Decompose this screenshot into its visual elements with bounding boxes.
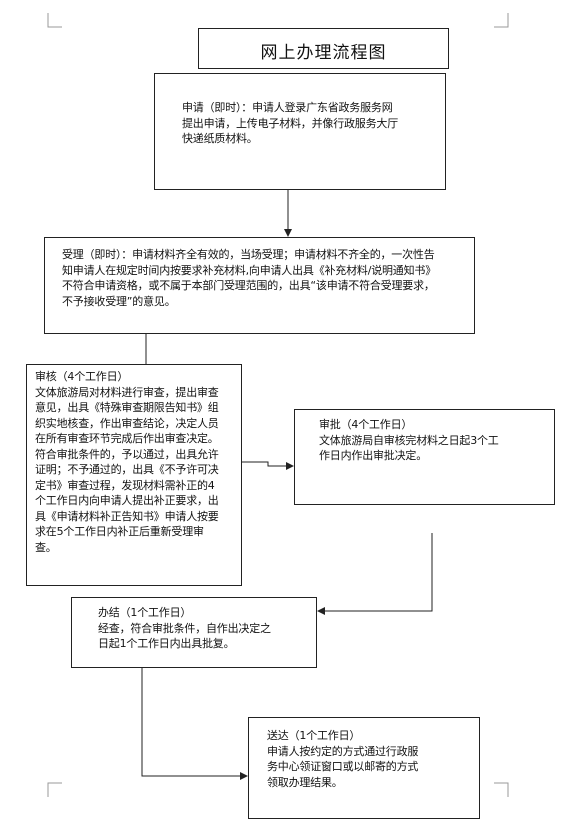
arrow-conclude-to-deliver <box>141 668 248 780</box>
step-approve-box: 审批（4个工作日） 文体旅游局自审核完材料之日起3个工 作日内作出审批决定。 <box>294 409 555 505</box>
step-review-box: 审核（4个工作日） 文体旅游局对材料进行审查，提出审查 意见，出具《特殊审查期限… <box>26 364 242 586</box>
title-box: 网上办理流程图 <box>198 28 449 69</box>
step-conclude-text: 办结（1个工作日） 经查，符合审批条件，自作出决定之 日起1个工作日内出具批复。 <box>98 606 271 650</box>
step-deliver-box: 送达（1个工作日） 申请人按约定的方式通过行政服 务中心领证窗口或以邮寄的方式 … <box>248 717 480 819</box>
step-deliver-text: 送达（1个工作日） 申请人按约定的方式通过行政服 务中心领证窗口或以邮寄的方式 … <box>267 729 419 789</box>
step-apply-text: 申请（即时）：申请人登录广东省政务服务网 提出申请，上传电子材料，并像行政服务大… <box>182 101 398 145</box>
arrow-review-to-approve <box>242 461 294 470</box>
arrow-approve-to-conclude <box>317 533 433 615</box>
step-review-text: 审核（4个工作日） 文体旅游局对材料进行审查，提出审查 意见，出具《特殊审查期限… <box>35 370 219 554</box>
step-accept-text: 受理（即时）：申请材料齐全有效的，当场受理；申请材料不齐全的，一次性告 知申请人… <box>62 248 437 308</box>
step-conclude-box: 办结（1个工作日） 经查，符合审批条件，自作出决定之 日起1个工作日内出具批复。 <box>71 597 317 668</box>
step-accept-box: 受理（即时）：申请材料齐全有效的，当场受理；申请材料不齐全的，一次性告 知申请人… <box>44 237 475 334</box>
step-approve-text: 审批（4个工作日） 文体旅游局自审核完材料之日起3个工 作日内作出审批决定。 <box>319 418 499 462</box>
diagram-title: 网上办理流程图 <box>260 43 387 63</box>
step-apply-box: 申请（即时）：申请人登录广东省政务服务网 提出申请，上传电子材料，并像行政服务大… <box>154 73 446 190</box>
